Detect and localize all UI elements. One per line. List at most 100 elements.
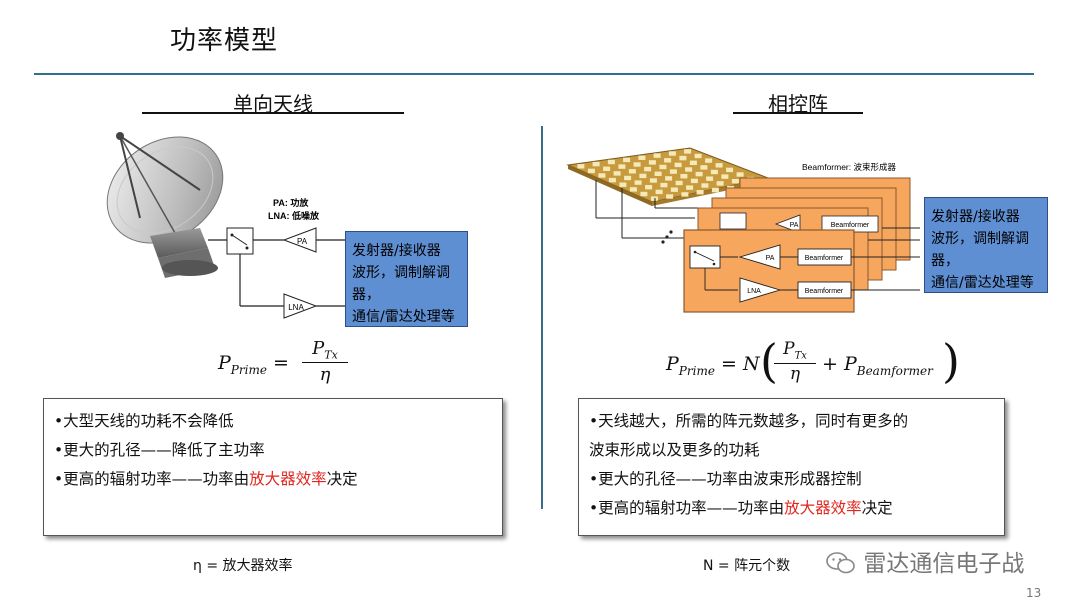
bullet-item: •更高的辐射功率——功率由放大器效率决定 bbox=[54, 470, 358, 488]
array-element bbox=[623, 157, 631, 163]
array-element bbox=[726, 167, 734, 173]
array-element bbox=[648, 160, 656, 165]
array-element bbox=[695, 171, 703, 177]
array-element bbox=[629, 187, 637, 192]
array-element bbox=[711, 187, 719, 193]
array-element bbox=[669, 169, 677, 174]
array-element bbox=[634, 180, 642, 185]
array-element bbox=[639, 173, 647, 179]
array-element bbox=[587, 168, 595, 174]
array-element bbox=[645, 185, 653, 190]
array-element bbox=[696, 190, 704, 195]
beamformer-block-label-2: Beamformer bbox=[805, 288, 844, 295]
array-element bbox=[664, 158, 672, 163]
pa-block-label-back: PA bbox=[790, 222, 799, 229]
array-element bbox=[655, 189, 663, 195]
array-element bbox=[624, 175, 632, 181]
legend-pa: PA: 功放 bbox=[273, 197, 309, 208]
array-element bbox=[649, 178, 657, 183]
array-element bbox=[731, 179, 739, 184]
array-element bbox=[628, 169, 636, 174]
array-element bbox=[710, 169, 718, 175]
array-element bbox=[653, 153, 661, 158]
array-element bbox=[685, 167, 693, 172]
array-element bbox=[679, 155, 687, 161]
page-number: 13 bbox=[1026, 586, 1042, 600]
right-heading-underline bbox=[733, 112, 863, 114]
array-element bbox=[694, 153, 702, 159]
array-element bbox=[701, 183, 709, 188]
left-bullet-box: •大型天线的功耗不会降低 •更大的孔径——降低了主功率 •更高的辐射功率——功率… bbox=[43, 398, 503, 536]
bullet-item: •大型天线的功耗不会降低 bbox=[54, 412, 234, 430]
array-element bbox=[686, 185, 694, 190]
array-element bbox=[675, 180, 683, 186]
pa-block-label: PA bbox=[297, 237, 308, 246]
array-element bbox=[660, 182, 668, 188]
array-element bbox=[716, 181, 724, 186]
array-element bbox=[633, 162, 641, 167]
right-footer-note: N = 阵元个数 bbox=[703, 558, 791, 574]
array-element bbox=[721, 174, 729, 179]
left-heading-underline bbox=[142, 112, 404, 114]
array-element bbox=[638, 155, 646, 160]
array-element bbox=[598, 173, 606, 178]
beamformer-caption: Beamformer: 波束形成器 bbox=[802, 162, 896, 172]
box-line: 发射器/接收器 bbox=[352, 243, 441, 259]
left-block-diagram: PA: 功放 LNA: 低噪放 PA LNA bbox=[106, 132, 348, 319]
array-element bbox=[681, 192, 689, 197]
array-element bbox=[644, 166, 652, 172]
array-element bbox=[736, 172, 744, 177]
slide-title: 功率模型 bbox=[170, 26, 279, 56]
beamformer-block-label-1: Beamformer bbox=[805, 255, 844, 262]
array-element bbox=[715, 163, 723, 168]
array-element bbox=[666, 194, 674, 199]
bullet-item: •更大的孔径——功率由波束形成器控制 bbox=[589, 470, 862, 488]
array-element bbox=[674, 162, 682, 168]
right-block-diagram: PA Beamformer PA LNA Beamformer Beamform… bbox=[566, 147, 920, 313]
array-element bbox=[577, 164, 585, 169]
pa-block-label-front: PA bbox=[766, 255, 775, 262]
box-line: 通信/雷达处理等 bbox=[931, 275, 1034, 291]
array-element bbox=[665, 176, 673, 181]
watermark: 雷达通信电子战 bbox=[826, 544, 1024, 578]
center-divider bbox=[541, 126, 543, 509]
bullet-item: 波束形成以及更多的功耗 bbox=[589, 441, 760, 459]
array-element bbox=[618, 164, 626, 169]
array-element bbox=[659, 164, 667, 170]
array-element bbox=[689, 160, 697, 165]
wechat-icon bbox=[826, 552, 855, 574]
array-element bbox=[680, 174, 688, 179]
right-formula: PPrime = N ( PTx η + PBeamformer ) bbox=[666, 334, 960, 388]
array-element bbox=[654, 171, 662, 176]
array-element bbox=[613, 171, 621, 176]
bullet-item: •天线越大，所需的阵元数越多，同时有更多的 bbox=[589, 412, 909, 430]
array-element bbox=[705, 158, 713, 163]
box-line: 发射器/接收器 bbox=[931, 209, 1020, 225]
lna-block-label: LNA bbox=[288, 303, 304, 312]
array-element bbox=[706, 176, 714, 181]
array-element bbox=[650, 196, 658, 201]
array-element bbox=[684, 149, 692, 154]
array-element bbox=[690, 178, 698, 184]
array-element bbox=[608, 177, 616, 183]
right-bullet-box: •天线越大，所需的阵元数越多，同时有更多的 波束形成以及更多的功耗 •更大的孔径… bbox=[578, 398, 1005, 536]
box-line: 波形，调制解调器， bbox=[931, 231, 1029, 269]
left-footer-note: η = 放大器效率 bbox=[193, 558, 293, 574]
array-element bbox=[603, 166, 611, 171]
array-element bbox=[640, 191, 648, 197]
beamformer-block-label-back: Beamformer bbox=[831, 222, 870, 229]
right-transceiver-box: 发射器/接收器 波形，调制解调器， 通信/雷达处理等 bbox=[924, 197, 1048, 293]
lna-block-label-front: LNA bbox=[747, 288, 761, 295]
bullet-item: •更高的辐射功率——功率由放大器效率决定 bbox=[589, 499, 893, 517]
array-element bbox=[670, 187, 678, 192]
title-rule bbox=[34, 73, 1034, 75]
satellite-dish-icon bbox=[106, 132, 224, 278]
legend-lna: LNA: 低噪放 bbox=[268, 210, 320, 221]
box-line: 波形，调制解调器， bbox=[352, 265, 450, 303]
array-element bbox=[700, 165, 708, 170]
left-transceiver-box: 发射器/接收器 波形，调制解调器， 通信/雷达处理等 bbox=[345, 231, 468, 327]
array-element bbox=[668, 151, 676, 156]
bullet-item: •更大的孔径——降低了主功率 bbox=[54, 441, 265, 459]
array-element bbox=[592, 161, 600, 167]
array-element bbox=[619, 182, 627, 187]
